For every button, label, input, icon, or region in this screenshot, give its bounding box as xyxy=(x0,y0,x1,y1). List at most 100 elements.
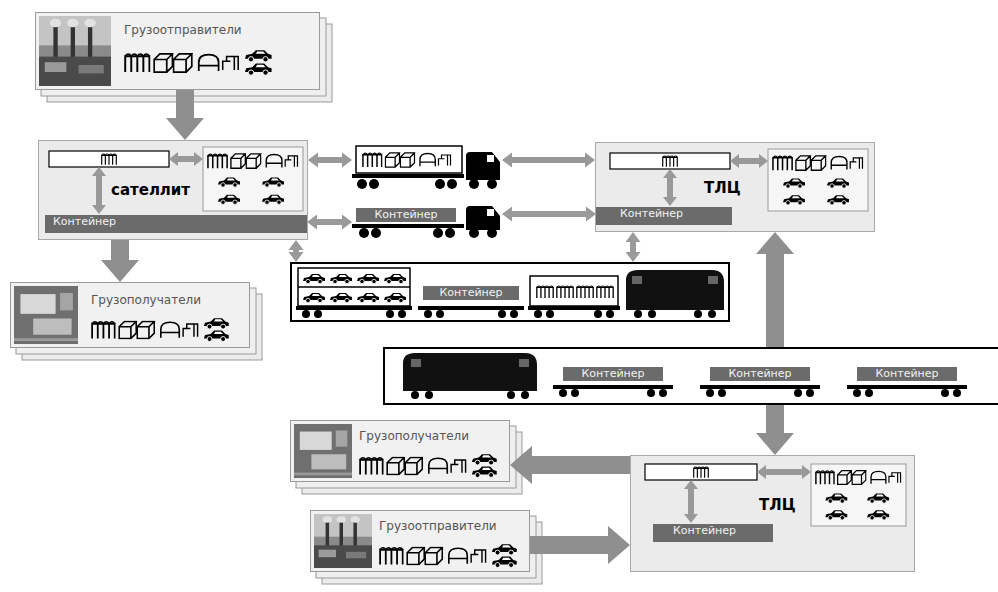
drawing-shape xyxy=(571,389,579,397)
drawing-shape xyxy=(88,23,92,62)
drawing-shape xyxy=(865,389,873,397)
drawing-shape xyxy=(294,424,352,478)
container-label: Контейнер xyxy=(423,286,519,300)
drawing-shape xyxy=(418,306,524,310)
drawing-shape xyxy=(411,391,419,399)
drawing-shape xyxy=(218,195,240,205)
drawing-shape xyxy=(303,274,325,284)
drawing-shape xyxy=(847,385,967,389)
card-title: Грузоотправители xyxy=(379,519,497,534)
drawing-shape xyxy=(49,151,169,167)
drawing-shape xyxy=(597,286,613,298)
drawing-shape xyxy=(825,510,847,520)
illustration-shape xyxy=(447,179,457,189)
drawing-shape xyxy=(718,389,726,397)
drawing-shape xyxy=(67,19,79,27)
drawing-shape xyxy=(706,389,714,397)
drawing-shape xyxy=(510,310,518,318)
container-label: Контейнер xyxy=(53,215,116,229)
transfer-arrow xyxy=(289,240,304,262)
drawing-shape xyxy=(314,514,372,568)
drawing-shape xyxy=(323,516,332,522)
drawing-shape xyxy=(634,310,642,318)
container-label: Контейнер xyxy=(710,367,810,381)
drawing-shape xyxy=(326,519,329,549)
drawing-shape xyxy=(663,169,677,206)
drawing-shape xyxy=(466,206,500,230)
illustration-shape xyxy=(435,179,445,189)
drawing-shape xyxy=(757,465,811,479)
drawing-shape xyxy=(768,149,868,211)
drawing-shape xyxy=(203,147,303,211)
drawing-shape xyxy=(398,310,406,318)
drawing-shape xyxy=(311,454,346,469)
drawing-shape xyxy=(773,156,863,170)
drawing-shape xyxy=(521,391,529,399)
drawing-shape xyxy=(357,274,379,284)
drawing-shape xyxy=(610,153,730,169)
drawing-shape xyxy=(507,391,515,399)
drawing-shape xyxy=(296,306,412,310)
terminal-name: ТЛЦ xyxy=(759,496,796,514)
card-title: Грузополучатели xyxy=(91,293,201,308)
drawing-shape xyxy=(79,65,104,73)
drawing-shape xyxy=(806,389,814,397)
flow-arrow xyxy=(530,526,630,564)
drawing-shape xyxy=(371,228,381,238)
drawing-shape xyxy=(645,464,757,480)
drawing-shape xyxy=(33,318,71,334)
drawing-shape xyxy=(50,19,62,27)
illustration-shape xyxy=(308,153,352,168)
drawing-shape xyxy=(337,516,346,522)
container-label: Контейнер xyxy=(356,208,456,222)
drawing-shape xyxy=(853,389,861,397)
card-title: Грузополучатели xyxy=(359,429,469,444)
container-bar: Контейнер xyxy=(45,215,307,233)
consignee-card: Грузополучатели xyxy=(10,282,250,348)
drawing-shape xyxy=(537,286,553,298)
drawing-shape xyxy=(632,276,642,284)
drawing-shape xyxy=(340,519,343,549)
drawing-shape xyxy=(262,177,284,187)
transfer-arrow xyxy=(502,207,596,222)
drawing-shape xyxy=(663,156,678,167)
drawing-shape xyxy=(71,23,75,62)
drawing-shape xyxy=(357,293,379,303)
illustration-shape xyxy=(369,179,379,189)
drawing-shape xyxy=(811,464,906,526)
drawing-shape xyxy=(330,274,352,284)
illustration-shape xyxy=(487,179,497,189)
drawing-shape xyxy=(553,385,673,389)
container-bar: Контейнер xyxy=(596,207,732,225)
drawing-shape xyxy=(559,389,567,397)
terminal-name: сателлит xyxy=(111,181,190,199)
drawing-shape xyxy=(626,270,724,310)
drawing-shape xyxy=(218,177,240,187)
container-label: Контейнер xyxy=(857,367,957,381)
mixed-train: Контейнер xyxy=(290,262,730,322)
drawing-shape xyxy=(783,179,805,189)
drawing-shape xyxy=(359,228,369,238)
container-label: Контейнер xyxy=(620,207,683,221)
drawing-shape xyxy=(403,353,537,391)
drawing-shape xyxy=(487,209,494,216)
card-title: Грузоотправители xyxy=(124,23,242,38)
container-label: Контейнер xyxy=(563,367,663,381)
consignee-card-drawing xyxy=(11,283,249,347)
container-label: Контейнер xyxy=(673,524,736,538)
drawing-shape xyxy=(684,480,698,523)
drawing-shape xyxy=(530,276,618,306)
drawing-shape xyxy=(14,286,78,344)
drawing-shape xyxy=(351,516,360,522)
drawing-shape xyxy=(319,550,336,558)
container-truck-drawing xyxy=(352,200,502,246)
drawing-shape xyxy=(469,228,479,238)
illustration-shape xyxy=(502,153,595,168)
drawing-shape xyxy=(169,152,203,166)
illustration-shape xyxy=(356,146,462,173)
transfer-arrow xyxy=(626,232,641,262)
drawing-shape xyxy=(45,62,67,72)
container-bar: Контейнер xyxy=(653,524,773,542)
illustration-shape xyxy=(487,155,494,162)
